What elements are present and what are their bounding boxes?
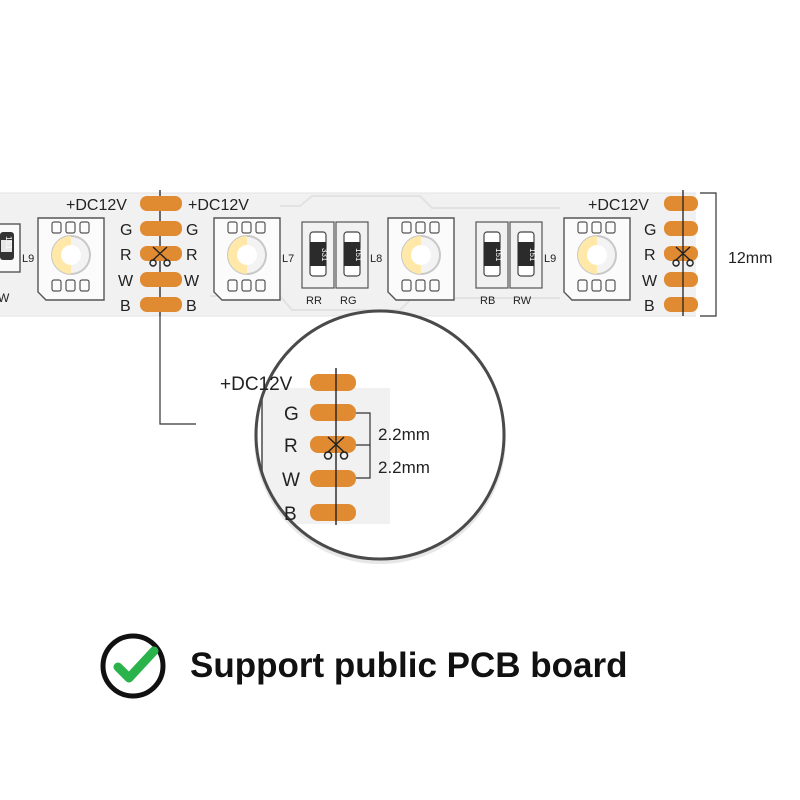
edge-led-fragment <box>0 223 21 273</box>
channel-label-w-2: W <box>184 273 200 290</box>
zoom-voltage-label: +DC12V <box>220 374 293 395</box>
check-circle-icon <box>100 633 166 699</box>
channel-label-w-3: W <box>642 273 658 290</box>
edge-label-fragment: W <box>0 291 10 305</box>
voltage-label-2: +DC12V <box>188 197 249 214</box>
led-module-2 <box>213 217 281 301</box>
pad-column-2 <box>664 190 698 316</box>
zoom-magnifier <box>256 311 504 559</box>
channel-label-g-2: G <box>186 222 198 239</box>
channel-label-b-3: B <box>644 298 655 315</box>
voltage-label-3: +DC12V <box>588 197 649 214</box>
resistor-label-rg: RG <box>340 295 357 307</box>
led-module-3 <box>387 217 455 301</box>
led-label-l8: L8 <box>370 253 382 265</box>
banner-title: Support public PCB board <box>190 646 628 685</box>
led-module-4 <box>563 217 631 301</box>
resistor-code-1: 331 <box>320 248 329 262</box>
width-dimension-label: 12mm <box>728 250 772 267</box>
resistor-code-4: 151 <box>528 248 537 262</box>
resistor-code-2: 151 <box>354 248 363 262</box>
scissors-icon <box>149 246 171 267</box>
resistor-code-3: 151 <box>494 248 503 262</box>
edge-led-label: L9 <box>22 253 34 265</box>
zoom-channel-r: R <box>284 436 298 457</box>
led-label-l7: L7 <box>282 253 294 265</box>
zoom-channel-b: B <box>284 504 297 525</box>
channel-label-r-2: R <box>186 247 198 264</box>
resistor-label-rw: RW <box>513 295 532 307</box>
zoom-circle-border <box>254 309 506 561</box>
led-module-1 <box>37 217 105 301</box>
width-dimension-bracket <box>700 192 717 317</box>
zoom-channel-w: W <box>282 470 300 491</box>
zoom-leader-line <box>159 316 196 425</box>
scissors-icon <box>323 436 349 460</box>
voltage-label-1: +DC12V <box>66 197 127 214</box>
feature-banner: Support public PCB board <box>98 628 718 704</box>
pad-spacing-label-2: 2.2mm <box>378 458 430 477</box>
resistor-label-rr: RR <box>306 295 322 307</box>
resistor-group-1 <box>301 221 369 289</box>
resistor-group-2 <box>475 221 543 289</box>
channel-label-b-2: B <box>186 298 197 315</box>
channel-label-g-3: G <box>644 222 656 239</box>
channel-label-r-1: R <box>120 247 132 264</box>
zoom-channel-g: G <box>284 404 299 425</box>
channel-label-w-1: W <box>118 273 134 290</box>
channel-label-r-3: R <box>644 247 656 264</box>
pad-spacing-label-1: 2.2mm <box>378 425 430 444</box>
led-label-l9: L9 <box>544 253 556 265</box>
scissors-icon <box>672 246 694 267</box>
edge-resistor-code: 151 <box>4 236 13 250</box>
pad-column-1 <box>140 190 182 316</box>
channel-label-g-1: G <box>120 222 132 239</box>
resistor-label-rb: RB <box>480 295 495 307</box>
channel-label-b-1: B <box>120 298 131 315</box>
